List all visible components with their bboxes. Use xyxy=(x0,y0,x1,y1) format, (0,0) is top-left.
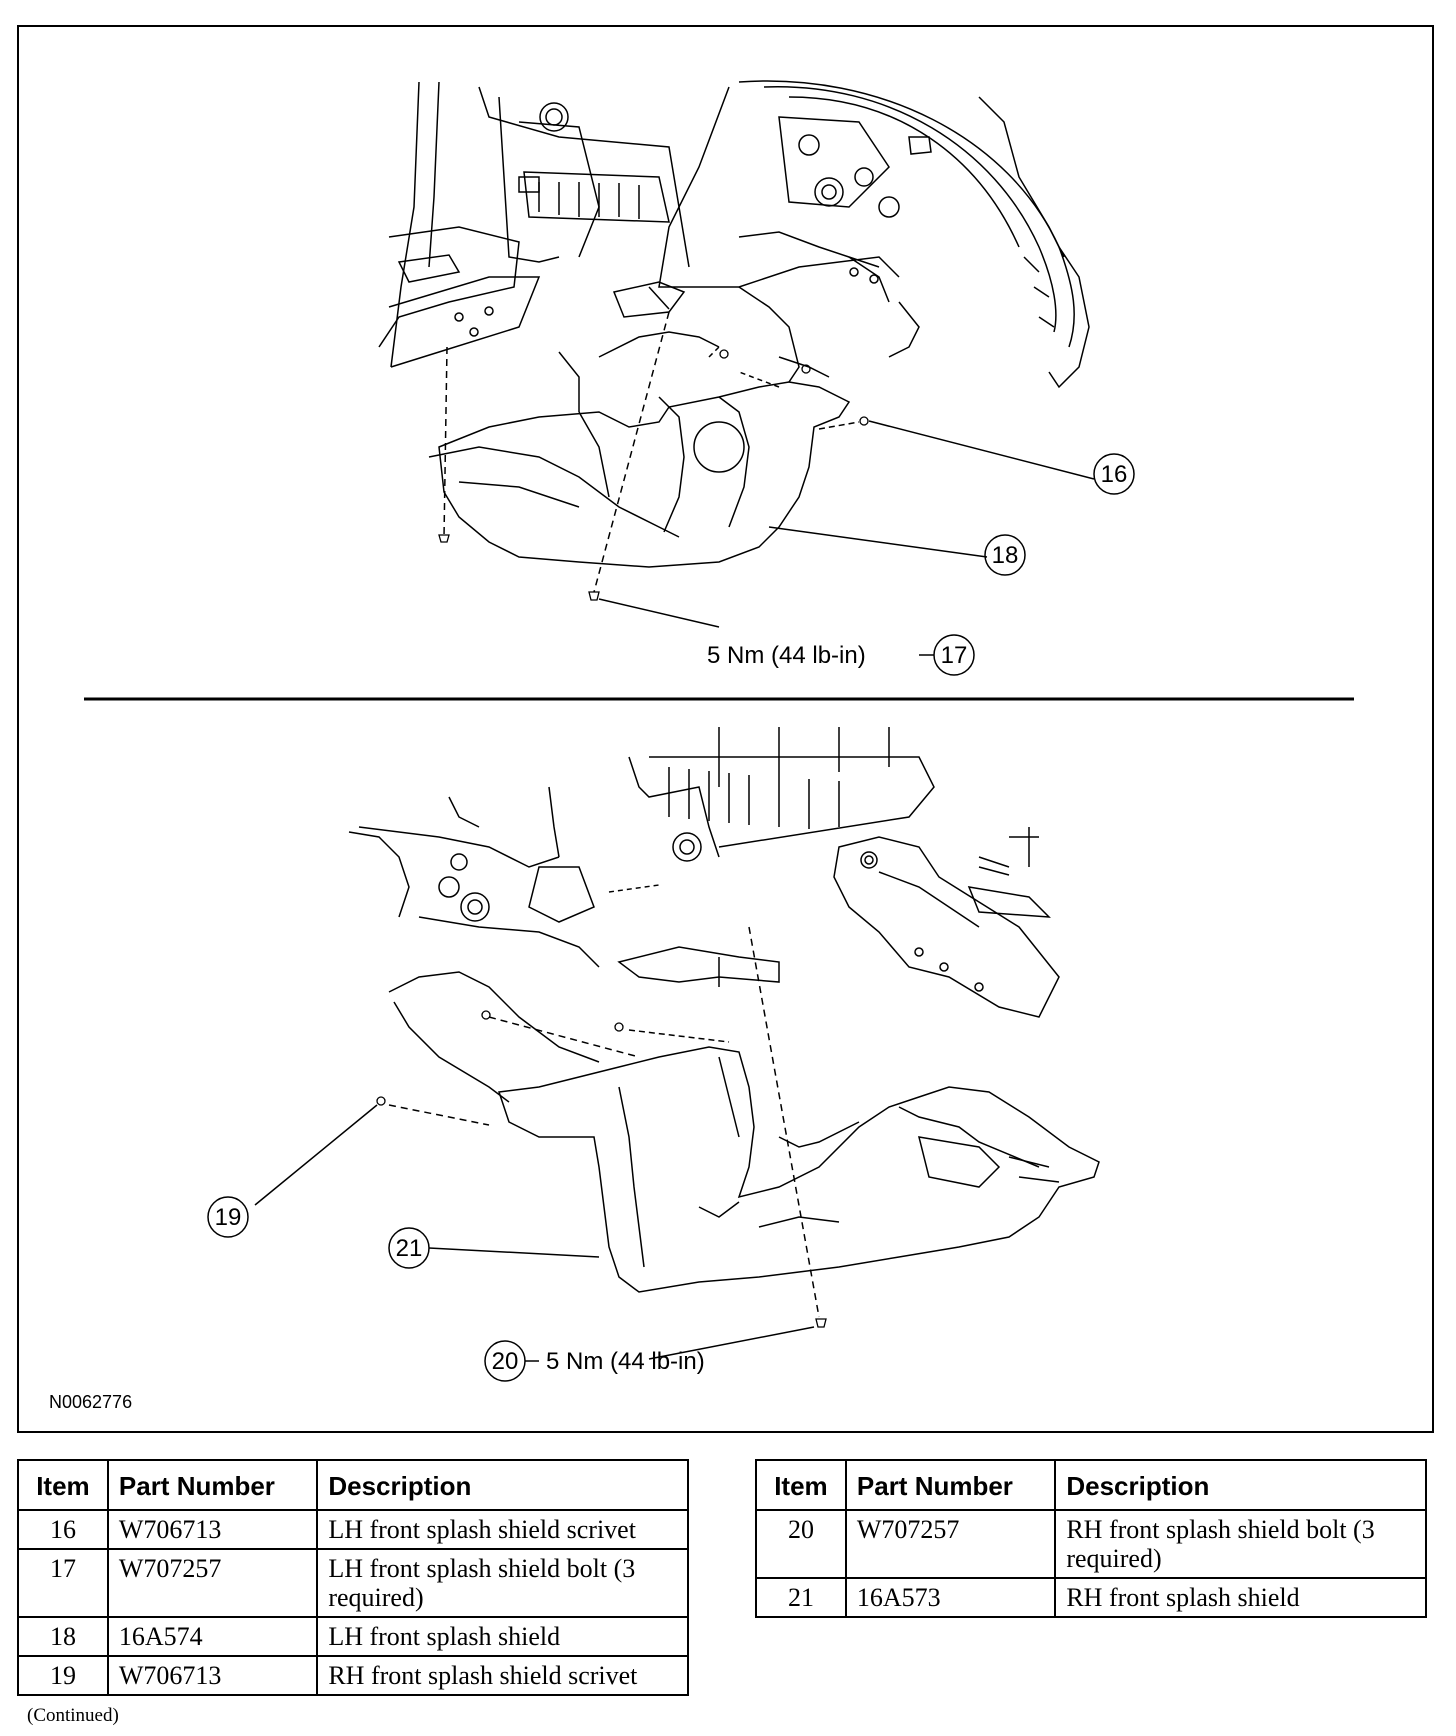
table-header-row: Item Part Number Description xyxy=(17,1459,689,1511)
item-cell: 16 xyxy=(17,1509,109,1550)
item-cell: 20 xyxy=(755,1509,847,1579)
illustration-frame: 16 18 17 5 Nm (44 lb-in) 19 21 20 5 Nm (… xyxy=(17,25,1434,1433)
header-part-number: Part Number xyxy=(844,1459,1057,1511)
item-cell: 21 xyxy=(755,1577,847,1618)
table-row: 20 W707257 RH front splash shield bolt (… xyxy=(755,1509,1427,1579)
description-cell: RH front splash shield scrivet xyxy=(316,1655,689,1696)
callout-17-label: 17 xyxy=(940,642,968,669)
callout-19-label: 19 xyxy=(214,1204,242,1231)
table-row: 18 16A574 LH front splash shield xyxy=(17,1616,689,1657)
description-cell: LH front splash shield bolt (3 required) xyxy=(316,1548,689,1618)
continued-note: (Continued) xyxy=(27,1705,119,1726)
callout-16-label: 16 xyxy=(1100,461,1128,488)
callout-17 xyxy=(933,634,975,676)
part-number-cell: W707257 xyxy=(106,1548,319,1618)
header-part-number: Part Number xyxy=(106,1459,319,1511)
callout-18 xyxy=(984,534,1026,576)
part-number-cell: W707257 xyxy=(844,1509,1057,1579)
callout-20 xyxy=(484,1340,526,1382)
callout-20-label: 20 xyxy=(491,1348,519,1375)
parts-table-right: Item Part Number Description 20 W707257 … xyxy=(755,1459,1427,1618)
splash-shield-illustration xyxy=(84,80,1354,1382)
table-header-row: Item Part Number Description xyxy=(755,1459,1427,1511)
item-cell: 19 xyxy=(17,1655,109,1696)
header-item: Item xyxy=(755,1459,847,1511)
part-number-cell: W706713 xyxy=(106,1509,319,1550)
description-cell: RH front splash shield xyxy=(1054,1577,1427,1618)
item-cell: 17 xyxy=(17,1548,109,1618)
header-description: Description xyxy=(1054,1459,1427,1511)
part-number-cell: W706713 xyxy=(106,1655,319,1696)
table-row: 19 W706713 RH front splash shield scrive… xyxy=(17,1655,689,1696)
header-description: Description xyxy=(316,1459,689,1511)
torque-label-lower: 5 Nm (44 lb-in) xyxy=(546,1348,705,1375)
description-cell: RH front splash shield bolt (3 required) xyxy=(1054,1509,1427,1579)
table-row: 17 W707257 LH front splash shield bolt (… xyxy=(17,1548,689,1618)
torque-label-upper: 5 Nm (44 lb-in) xyxy=(707,642,866,669)
callout-19 xyxy=(207,1196,249,1238)
table-row: 16 W706713 LH front splash shield scrive… xyxy=(17,1509,689,1550)
part-number-cell: 16A574 xyxy=(106,1616,319,1657)
item-cell: 18 xyxy=(17,1616,109,1657)
callout-21 xyxy=(388,1227,430,1269)
lower-view-drawing xyxy=(254,727,1100,1362)
description-cell: LH front splash shield scrivet xyxy=(316,1509,689,1550)
callout-18-label: 18 xyxy=(991,542,1019,569)
figure-id: N0062776 xyxy=(49,1392,133,1412)
table-row: 21 16A573 RH front splash shield xyxy=(755,1577,1427,1618)
header-item: Item xyxy=(17,1459,109,1511)
upper-view-drawing xyxy=(378,80,1095,656)
callout-16 xyxy=(1093,453,1135,495)
part-number-cell: 16A573 xyxy=(844,1577,1057,1618)
parts-table-left: Item Part Number Description 16 W706713 … xyxy=(17,1459,689,1696)
callout-21-label: 21 xyxy=(395,1235,423,1262)
description-cell: LH front splash shield xyxy=(316,1616,689,1657)
